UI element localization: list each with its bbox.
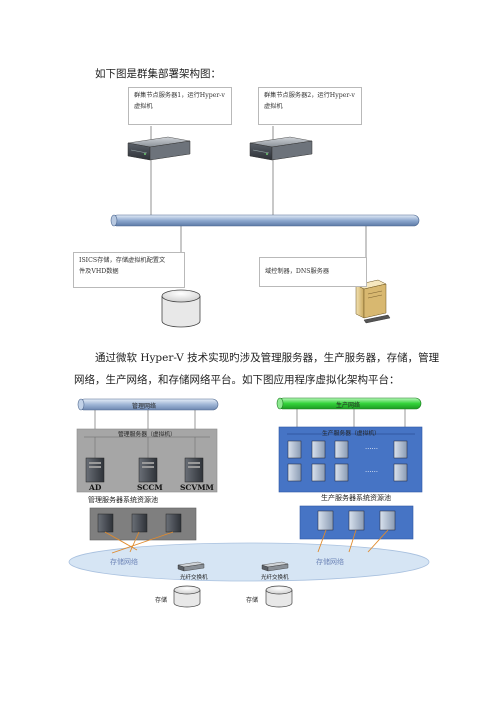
scvmm-label: SCVMM: [180, 483, 214, 492]
node2-label-line1: 群集节点服务器2，运行Hyper-v: [264, 92, 355, 99]
server-icon: [85, 457, 105, 483]
dc-label: 域控制器，DNS服务器: [265, 268, 330, 275]
node1-label-line2: 虚拟机: [134, 103, 153, 110]
server-icon: [127, 136, 191, 161]
storage-callout: ISICS存储，存储虚拟机配置文 件及VHD数据: [73, 252, 185, 288]
server-icon: [184, 457, 204, 483]
body-paragraph-line1: 通过微软 Hyper-V 技术实现旳涉及管理服务器，生产服务器，存储，管理: [95, 352, 440, 364]
management-servers-label: 管理服务器（虚拟机）: [118, 432, 176, 438]
body-paragraph-line2: 网络，生产网络，和存储网络平台。如下图应用程序虚拟化架构平台：: [74, 374, 400, 386]
production-network-pipe: [276, 397, 422, 410]
network-bus: [110, 214, 420, 227]
production-servers-label: 生产服务器（虚拟机）: [322, 431, 380, 437]
fiber-links: [104, 529, 389, 554]
storage-network-ellipse: [68, 542, 430, 582]
server-icon: [249, 136, 313, 161]
intro-text: 如下图是群集部署架构图：: [95, 68, 221, 80]
disk-storage-icon: [173, 585, 201, 608]
storage-network-label-left: 存储网络: [110, 558, 138, 566]
server-icon: [317, 510, 396, 531]
node2-callout: 群集节点服务器2，运行Hyper-v 虚拟机: [258, 87, 362, 125]
node2-label-line2: 虚拟机: [264, 103, 283, 110]
fiber-switch-icon: [177, 561, 205, 572]
server-icon: [97, 513, 182, 533]
disk-storage-icon: [161, 289, 201, 328]
storage-label-line1: ISICS存储，存储虚拟机配置文: [79, 257, 166, 264]
dots-row1: ……: [365, 443, 378, 451]
node1-callout: 群集节点服务器1，运行Hyper-v 虚拟机: [128, 87, 232, 125]
fiber-switch-label-1: 光纤交换机: [180, 575, 208, 581]
management-network-pipe: [77, 398, 219, 411]
production-network-label: 生产网络: [336, 402, 361, 409]
fiber-switch-label-2: 光纤交换机: [261, 575, 289, 581]
dc-callout: 域控制器，DNS服务器: [259, 257, 367, 287]
fiber-switch-icon: [261, 561, 289, 572]
production-server-grid: [287, 440, 408, 482]
management-network-label: 管理网络: [132, 403, 157, 410]
production-pool-label: 生产服务器系统资源池: [321, 494, 391, 502]
storage-label-2: 存储: [246, 597, 259, 604]
pipe-connectors: [94, 409, 406, 429]
node1-label-line1: 群集节点服务器1，运行Hyper-v: [134, 92, 225, 99]
server-icon: [138, 457, 158, 483]
ad-label: AD: [89, 483, 102, 492]
sccm-label: SCCM: [137, 483, 163, 492]
disk-storage-icon: [265, 585, 293, 608]
management-pool-label: 管理服务器系统资源池: [88, 496, 158, 504]
storage-label-1: 存储: [155, 597, 168, 604]
storage-network-label-right: 存储网络: [316, 558, 344, 566]
storage-label-line2: 件及VHD数据: [79, 268, 119, 275]
dots-row2: ……: [365, 466, 378, 474]
